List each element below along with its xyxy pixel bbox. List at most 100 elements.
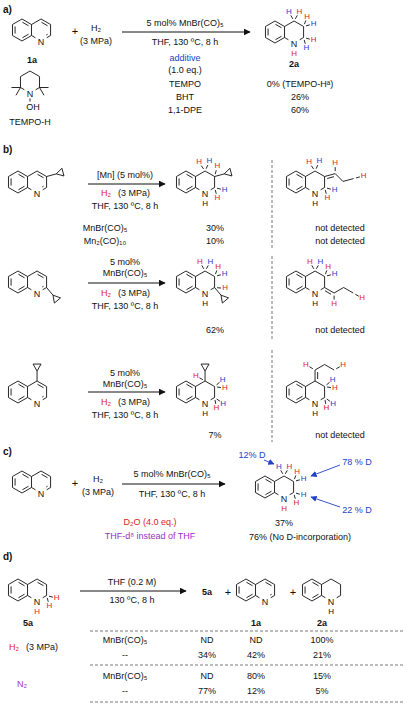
pressure: (3 MPa) <box>118 398 150 407</box>
double-bond <box>246 582 252 586</box>
double-bond <box>15 27 16 34</box>
bond <box>41 19 51 25</box>
bond <box>306 171 316 177</box>
bond <box>306 188 310 190</box>
yield: 76% (No D-incorporation) <box>249 533 351 542</box>
double-bond <box>186 384 192 388</box>
bond <box>32 488 36 490</box>
bond <box>255 476 265 482</box>
catalyst: -- <box>122 651 128 660</box>
panel-label: c) <box>3 447 12 457</box>
condition: [Mn] (5 mol%) <box>97 171 153 180</box>
h-bond <box>217 287 221 288</box>
bond <box>56 174 64 176</box>
bond <box>224 174 232 176</box>
bond <box>284 27 285 38</box>
bond <box>322 596 326 598</box>
compound-number: 1a <box>27 56 37 65</box>
bond <box>36 88 40 90</box>
atom-label: N <box>281 495 288 504</box>
bond <box>290 493 294 495</box>
bond <box>37 171 47 177</box>
atom-label: H <box>312 410 318 418</box>
bond <box>300 38 304 40</box>
bond <box>176 277 177 288</box>
bond <box>43 188 47 190</box>
bond <box>27 387 28 398</box>
bond <box>28 288 32 290</box>
double-bond <box>289 279 290 286</box>
atom-label: N <box>262 598 269 607</box>
bond <box>286 381 296 387</box>
bond <box>18 596 28 602</box>
bond <box>306 398 310 400</box>
atom-label: H <box>220 376 226 384</box>
table-cell: 80% <box>247 672 265 681</box>
bond <box>56 168 62 174</box>
bond <box>8 387 9 398</box>
h-bond <box>355 294 358 296</box>
bond <box>30 71 40 77</box>
double-bond <box>22 474 28 478</box>
double-bond <box>296 174 302 178</box>
condition: 5 mol% <box>110 369 140 378</box>
bond <box>186 171 196 177</box>
bond <box>37 381 47 387</box>
atom-label: N <box>328 598 335 607</box>
atom-label: H <box>304 13 310 21</box>
reaction-arrow <box>80 591 186 592</box>
bond <box>46 177 47 188</box>
bond <box>246 596 256 602</box>
bond <box>296 271 306 277</box>
atom-label: H <box>296 8 302 16</box>
double-bond <box>18 286 24 290</box>
bond <box>20 88 24 90</box>
pressure: (3 MPa) <box>118 289 150 298</box>
catalyst: MnBr(CO)₅ <box>103 672 148 681</box>
bond <box>22 19 32 25</box>
bond <box>28 381 38 387</box>
bond <box>306 288 310 290</box>
atom-label: H <box>359 294 365 302</box>
double-bond <box>312 594 318 598</box>
h-bond <box>309 367 312 369</box>
double-bond <box>186 186 192 190</box>
compound-number: 2a <box>317 619 327 628</box>
atom-label: H <box>293 499 299 507</box>
bond <box>322 579 332 585</box>
atom-label: H <box>214 194 220 202</box>
bond <box>324 277 325 288</box>
bond <box>32 471 42 477</box>
bond <box>18 579 28 585</box>
pressure: (3 MPa) <box>80 37 112 46</box>
bond <box>8 579 18 585</box>
yield: 0% (TEMPO-Hᵃ) <box>267 80 333 89</box>
dashed-divider <box>272 256 273 340</box>
bond <box>312 596 322 602</box>
bond <box>296 288 306 294</box>
bond <box>20 77 21 88</box>
atom-label: H <box>332 270 338 278</box>
solvent-note: THF-d⁸ instead of THF <box>105 532 196 541</box>
bond <box>271 596 275 598</box>
bond <box>18 271 28 277</box>
bond <box>50 477 51 488</box>
bond <box>285 21 295 27</box>
double-bond <box>22 22 28 26</box>
bond <box>8 585 9 596</box>
h-bond <box>325 270 326 274</box>
double-bond <box>18 582 24 586</box>
h-bond <box>327 275 331 276</box>
bond <box>186 188 196 194</box>
double-bond <box>179 179 180 186</box>
bond <box>275 476 285 482</box>
bond <box>275 21 285 27</box>
bond <box>28 596 32 598</box>
bond <box>32 36 36 38</box>
double-bond <box>22 34 28 38</box>
deuterium-callout: 22 % D <box>342 506 372 515</box>
bond <box>22 36 32 42</box>
pressure: (3 MPa) <box>82 488 114 497</box>
bond <box>255 493 265 499</box>
